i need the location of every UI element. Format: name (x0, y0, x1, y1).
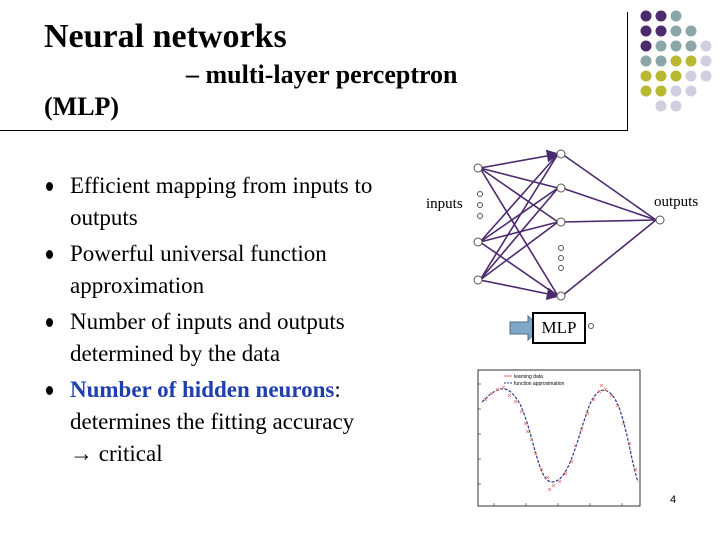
bullet-item: Powerful universal function approximatio… (44, 238, 396, 302)
hidden-node (556, 291, 566, 301)
mlp-output-node (588, 323, 594, 329)
input-ellipsis-node (477, 191, 483, 197)
learning-data-points (483, 383, 638, 492)
bullet-text: Efficient mapping from inputs to outputs (70, 173, 373, 230)
inputs-label: inputs (426, 196, 463, 212)
arrow-right-icon: → (70, 441, 93, 466)
bullet-dot-icon (46, 386, 53, 395)
output-node (655, 215, 665, 225)
decorative-dot-grid (640, 10, 712, 112)
network-connections (479, 149, 657, 301)
plot-legend: learning data function approximation (504, 374, 565, 387)
slide-title: Neural networks (44, 18, 287, 55)
title-divider-vertical (627, 12, 628, 131)
bullet-list: Efficient mapping from inputs to outputs… (44, 170, 396, 474)
input-ellipsis-node (477, 213, 483, 219)
hidden-node (556, 183, 566, 193)
bullet-dot-icon (46, 182, 53, 191)
hidden-node (556, 217, 566, 227)
bullet-dot-icon (46, 250, 53, 259)
approximation-curve (481, 388, 639, 483)
slide-title-abbrev: (MLP) (44, 92, 120, 121)
bullet-text: : determines the fitting accuracy (70, 377, 355, 434)
input-node (473, 275, 483, 285)
page-number: 4 (670, 494, 677, 506)
bullet-item: Number of inputs and outputs determined … (44, 306, 396, 370)
bullet-item: Number of hidden neurons: determines the… (44, 374, 396, 470)
bullet-text: Powerful universal function approximatio… (70, 241, 327, 298)
outputs-label: outputs (654, 194, 699, 210)
hidden-ellipsis-node (558, 255, 564, 261)
title-divider-horizontal (0, 130, 628, 131)
input-node (473, 163, 483, 173)
mlp-box: MLP (532, 312, 586, 344)
slide-subtitle: – multi-layer perceptron (186, 60, 458, 89)
function-approximation-plot: learning data function approximation (477, 369, 641, 507)
input-node (473, 237, 483, 247)
legend-learning-data: learning data (514, 374, 543, 380)
bullet-item: Efficient mapping from inputs to outputs (44, 170, 396, 234)
network-nodes (473, 149, 665, 301)
plot-ticks (478, 383, 623, 506)
bullet-text: Number of inputs and outputs determined … (70, 309, 345, 366)
hidden-node (556, 149, 566, 159)
input-ellipsis-node (477, 202, 483, 208)
legend-function-approximation: function approximation (514, 381, 565, 387)
bullet-highlight: Number of hidden neurons (70, 377, 335, 402)
hidden-ellipsis-node (558, 245, 564, 251)
bullet-dot-icon (46, 318, 53, 327)
bullet-tail: critical (98, 441, 163, 466)
hidden-ellipsis-node (558, 265, 564, 271)
